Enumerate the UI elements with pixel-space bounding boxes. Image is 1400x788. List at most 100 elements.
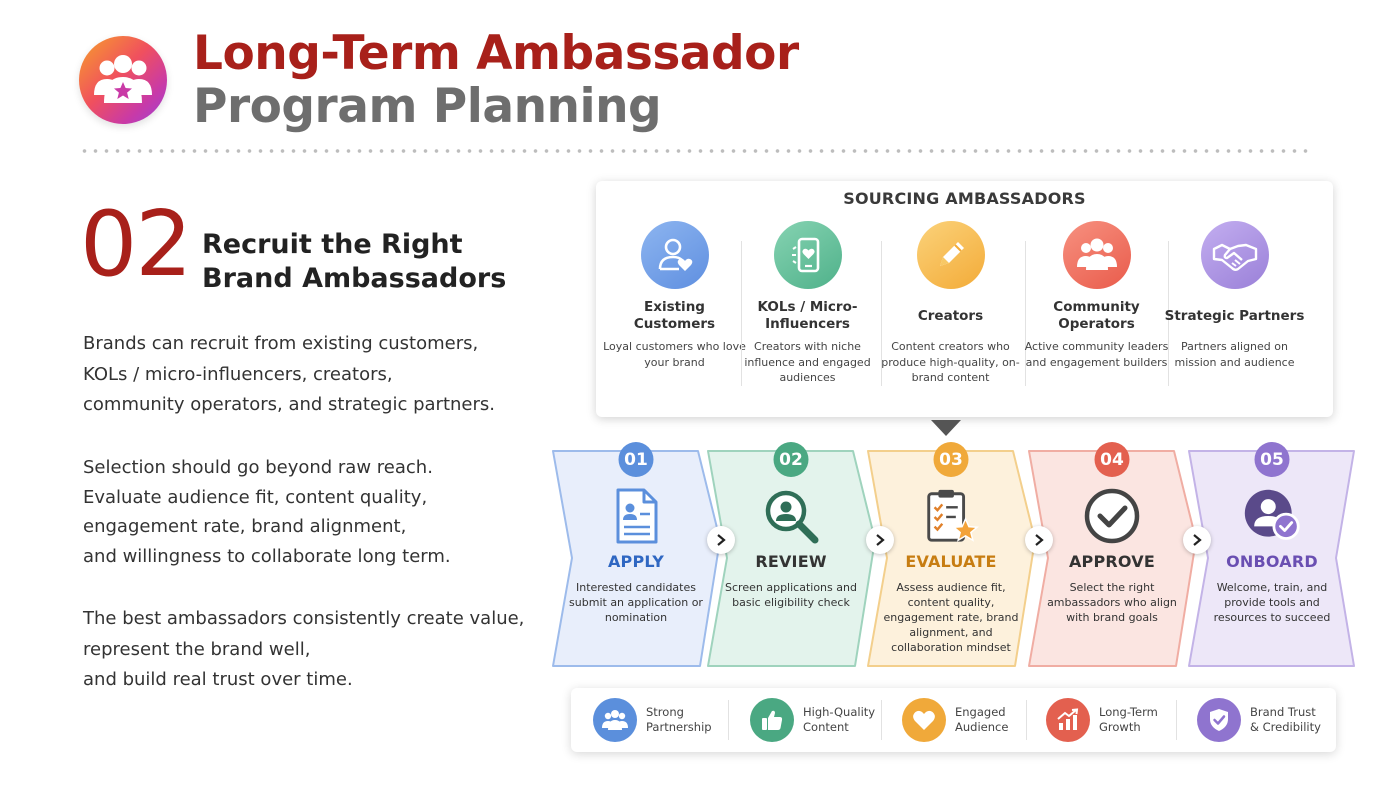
program-logo (79, 36, 167, 124)
step-number-badge: 03 (933, 442, 969, 477)
checklist-star-icon (921, 486, 981, 546)
benefit-label: Strong Partnership (646, 705, 712, 735)
page-title-line1: Long-Term Ambassador (193, 26, 799, 81)
paragraph-line: Selection should go beyond raw reach. (83, 457, 433, 478)
paragraph-line: engagement rate, brand alignment, (83, 516, 407, 537)
paragraph-line: and willingness to collaborate long term… (83, 545, 451, 567)
benefit-long-term-growth: Long-Term Growth (1046, 698, 1158, 742)
paragraph-line: represent the brand well, (83, 638, 311, 660)
source-desc: Active community leaders and engagement … (1024, 340, 1169, 369)
benefit-line: Long-Term (1099, 705, 1158, 719)
section-title: Recruit the Right Brand Ambassadors (202, 228, 506, 296)
chevron-right-icon (707, 526, 735, 554)
benefit-line: Engaged (955, 705, 1006, 719)
separator (881, 241, 882, 386)
flow-pointer (931, 420, 961, 436)
benefits-bar: Strong Partnership High-Quality Content … (571, 688, 1336, 752)
benefit-label: Brand Trust & Credibility (1250, 705, 1321, 735)
source-desc: Creators with niche influence and engage… (744, 340, 871, 384)
separator (1025, 241, 1026, 386)
step-label: ONBOARD (1226, 552, 1318, 571)
section-title-line1: Recruit the Right (202, 229, 463, 260)
source-name: Creators (917, 307, 984, 324)
paragraph-line: community operators, and strategic partn… (83, 394, 495, 415)
user-heart-icon (640, 221, 709, 289)
separator (1168, 241, 1169, 386)
separator (881, 700, 882, 740)
section-number: 02 (80, 192, 193, 297)
sourcing-title: SOURCING AMBASSADORS (843, 189, 1086, 208)
benefit-high-quality-content: High-Quality Content (750, 698, 875, 742)
community-star-icon (94, 55, 152, 103)
benefit-engaged-audience: Engaged Audience (902, 698, 1008, 742)
step-number-badge: 05 (1254, 442, 1290, 477)
benefit-label: Long-Term Growth (1099, 705, 1158, 735)
source-desc: Content creators who produce high-qualit… (881, 340, 1020, 384)
section-title-line2: Brand Ambassadors (202, 263, 507, 294)
step-desc: Assess audience fit, content quality, en… (883, 581, 1019, 654)
step-number-badge: 01 (618, 442, 654, 477)
paragraph-line: and build real trust over time. (83, 669, 353, 690)
phone-heart-icon (773, 221, 842, 289)
process-step-approve: 04 APPROVE Select the right ambassadors … (1026, 442, 1198, 670)
application-form-icon (606, 486, 666, 546)
process-step-review: 02 REVIEW Screen applications and basic … (705, 442, 877, 670)
handshake-icon (1200, 221, 1269, 289)
chevron-right-icon (866, 526, 894, 554)
separator (1026, 700, 1027, 740)
page-title-line2: Program Planning (193, 79, 662, 134)
benefit-line: Partnership (646, 720, 712, 734)
source-name: Existing Customers (633, 299, 716, 332)
team-icon (593, 698, 637, 742)
sourcing-panel: SOURCING AMBASSADORS Existing Customers … (596, 181, 1333, 417)
benefit-line: Content (803, 720, 849, 734)
dotted-divider (79, 149, 1311, 153)
source-strategic-partners: Strategic Partners Partners aligned on m… (1162, 221, 1307, 370)
benefit-brand-trust: Brand Trust & Credibility (1197, 698, 1321, 742)
benefit-line: Strong (646, 705, 684, 719)
paragraph-selection: Selection should go beyond raw reach. Ev… (83, 453, 451, 571)
growth-chart-icon (1046, 698, 1090, 742)
benefit-strong-partnership: Strong Partnership (593, 698, 712, 742)
benefit-line: & Credibility (1250, 720, 1321, 734)
group-icon (1062, 221, 1131, 289)
paragraph-line: The best ambassadors consistently create… (83, 608, 525, 629)
paragraph-line: Evaluate audience fit, content quality, (83, 486, 428, 508)
step-number-badge: 02 (773, 442, 809, 477)
shield-check-icon (1197, 698, 1241, 742)
process-step-evaluate: 03 EVALUATE Assess audience fit, content… (865, 442, 1037, 670)
benefit-line: High-Quality (803, 705, 876, 719)
pencil-icon (916, 221, 985, 289)
source-desc: Loyal customers who love your brand (603, 340, 746, 369)
paragraph-sources: Brands can recruit from existing custome… (83, 329, 495, 421)
source-name: KOLs / Micro-Influencers (757, 299, 858, 332)
source-name: Strategic Partners (1164, 307, 1305, 324)
source-name: Community Operators (1053, 299, 1140, 332)
step-label: APPLY (607, 552, 665, 571)
separator (728, 700, 729, 740)
magnifier-user-icon (761, 486, 821, 546)
chevron-right-icon (1025, 526, 1053, 554)
step-label: EVALUATE (905, 552, 997, 571)
process-step-onboard: 05 ONBOARD Welcome, train, and provide t… (1186, 442, 1358, 670)
benefit-label: High-Quality Content (803, 705, 875, 735)
step-desc: Select the right ambassadors who align w… (1047, 581, 1177, 624)
step-desc: Welcome, train, and provide tools and re… (1213, 581, 1331, 624)
step-desc: Interested candidates submit an applicat… (569, 581, 703, 624)
step-label: REVIEW (755, 552, 827, 571)
source-kols: KOLs / Micro-Influencers Creators with n… (735, 221, 880, 386)
step-number-badge: 04 (1094, 442, 1130, 477)
separator (741, 241, 742, 386)
step-label: APPROVE (1068, 552, 1156, 571)
heart-icon (902, 698, 946, 742)
paragraph-best-ambassadors: The best ambassadors consistently create… (83, 604, 524, 696)
paragraph-line: Brands can recruit from existing custome… (83, 333, 479, 354)
source-existing-customers: Existing Customers Loyal customers who l… (602, 221, 747, 370)
thumbs-up-icon (750, 698, 794, 742)
user-check-icon (1242, 486, 1302, 546)
source-desc: Partners aligned on mission and audience (1174, 340, 1295, 369)
step-desc: Screen applications and basic eligibilit… (725, 581, 857, 609)
check-circle-icon (1082, 486, 1142, 546)
benefit-line: Brand Trust (1250, 705, 1316, 719)
benefit-line: Growth (1099, 720, 1141, 734)
